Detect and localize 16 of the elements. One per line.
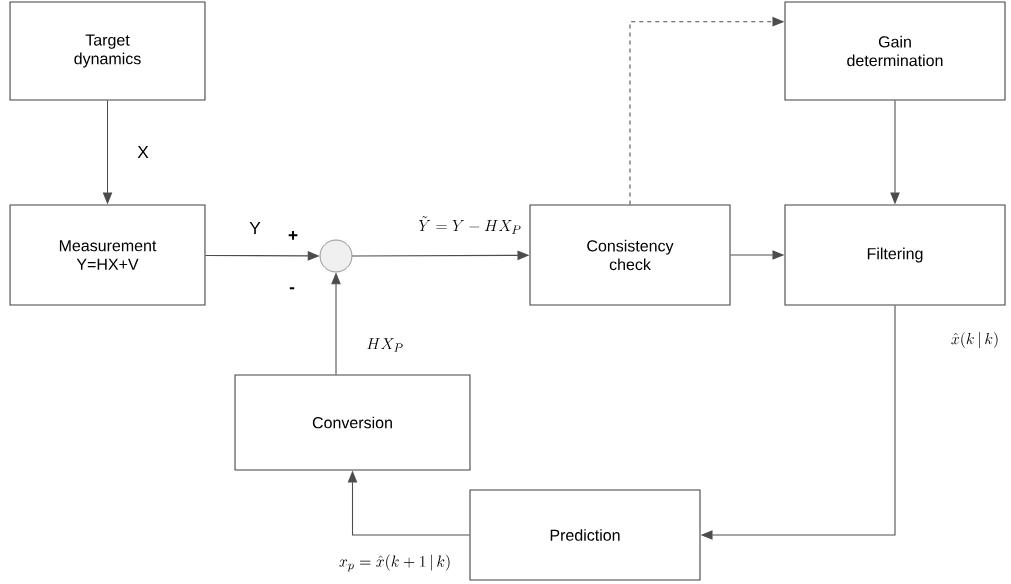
block-box: Gain determination <box>784 1 1006 101</box>
edge-label: Y <box>249 222 261 234</box>
summing-junction <box>319 239 353 273</box>
block-box: Prediction <box>469 489 701 581</box>
block-box: Measurement Y=HX+V <box>9 204 206 306</box>
block-box: Filtering <box>784 204 1006 306</box>
edge-label: X <box>137 146 149 158</box>
edge-label: $\tilde{Y}=Y-HX_{P}$ <box>418 216 521 234</box>
sign-label: + <box>288 230 298 240</box>
block-box: Target dynamics <box>9 1 206 101</box>
block-box: Consistency check <box>529 204 731 306</box>
block-box: Conversion <box>234 374 471 471</box>
edge-label: $HX_{P}$ <box>367 338 403 352</box>
sign-label: - <box>289 287 295 290</box>
edge-label: $\hat{x}(k\,|\,k)$ <box>951 332 998 348</box>
edge-label: $x_{p}=\hat{x}(k+1\,|\,k)$ <box>339 554 450 572</box>
